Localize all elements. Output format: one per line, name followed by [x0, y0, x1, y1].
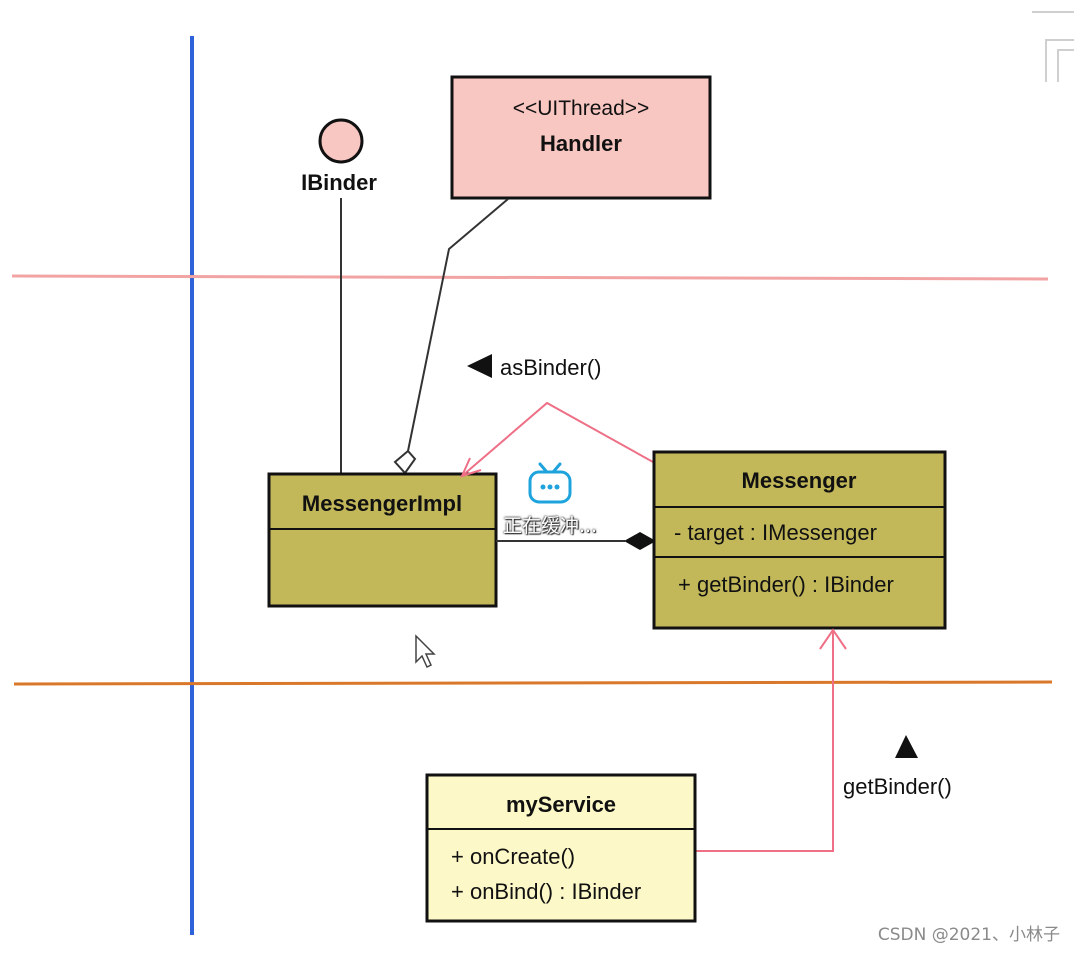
- middle-boundary-line: [13, 680, 1053, 686]
- as-binder-dependency-arrow: [461, 401, 654, 477]
- ibinder-label: IBinder: [301, 170, 377, 195]
- top-boundary-line: [11, 274, 1049, 281]
- myservice-operation: + onCreate(): [451, 844, 575, 869]
- ibinder-interface-circle: [318, 118, 364, 164]
- as-binder-arrowhead: [460, 457, 482, 478]
- messenger-name: Messenger: [742, 468, 857, 493]
- as-binder-label: asBinder(): [500, 355, 601, 380]
- messenger-operation: + getBinder() : IBinder: [678, 572, 894, 597]
- myservice-operation: + onBind() : IBinder: [451, 879, 641, 904]
- messengerimpl-name: MessengerImpl: [302, 491, 462, 516]
- corner-fragment-icon: [1032, 11, 1074, 82]
- get-binder-direction-icon: [895, 735, 918, 758]
- handler-name: Handler: [540, 131, 622, 156]
- messenger-attribute: - target : IMessenger: [674, 520, 877, 545]
- handler-stereotype: <<UIThread>>: [513, 97, 650, 120]
- mouse-cursor-icon: [415, 634, 436, 669]
- myservice-class-box: [425, 773, 697, 923]
- get-binder-arrowhead: [819, 628, 847, 650]
- handler-class-box: [450, 75, 712, 200]
- composition-diamond: [624, 532, 656, 550]
- myservice-name: myService: [506, 792, 616, 817]
- messenger-class-box: [652, 450, 947, 630]
- aggregation-diamond: [393, 449, 417, 475]
- messengerimpl-class-box: [267, 472, 498, 608]
- as-binder-direction-icon: [467, 354, 492, 378]
- get-binder-label: getBinder(): [843, 774, 952, 799]
- csdn-watermark: CSDN @2021、小林子: [877, 925, 1060, 945]
- handler-aggregation-line: [407, 198, 509, 452]
- get-binder-dependency-arrow: [696, 630, 834, 852]
